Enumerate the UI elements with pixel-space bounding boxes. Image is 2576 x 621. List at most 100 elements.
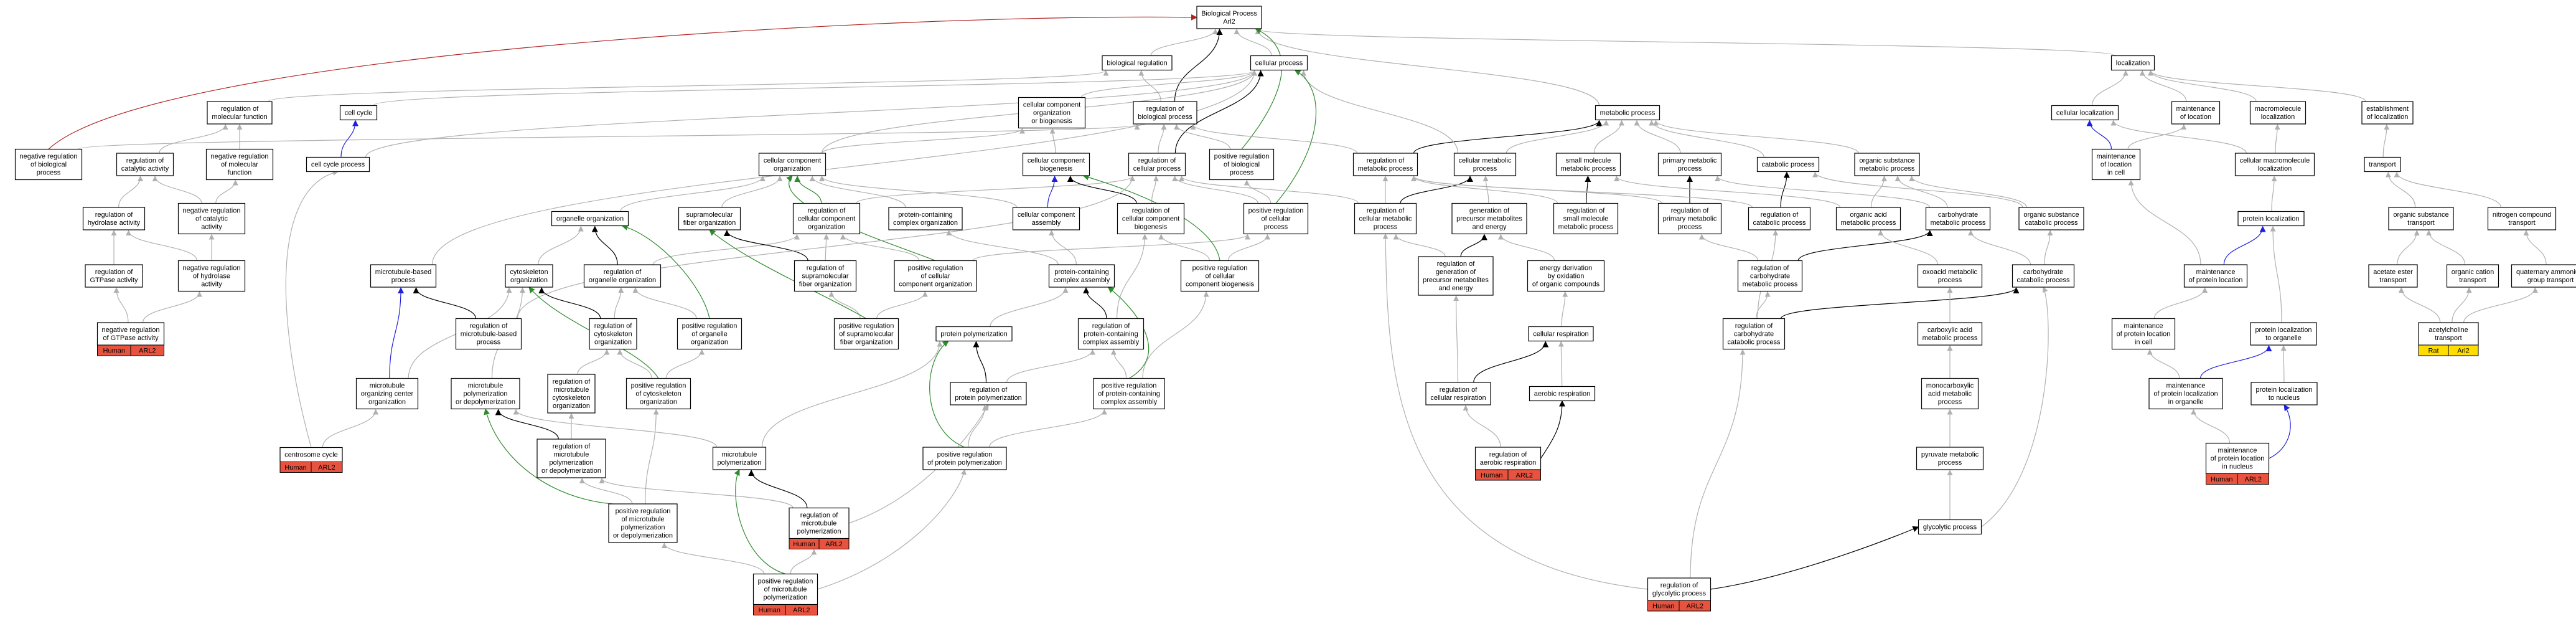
go-term-protpoly[interactable]: protein polymerization (935, 326, 1013, 342)
go-term-protloc[interactable]: protein localization (2237, 211, 2305, 227)
go-term-loc[interactable]: localization (2110, 55, 2155, 71)
go-term-glycolytic[interactable]: glycolytic process (1918, 519, 1982, 535)
go-term-regmtpolydepoly[interactable]: regulation ofmicrotubulepolymerizationor… (536, 438, 606, 478)
go-term-aerobic[interactable]: aerobic respiration (1529, 386, 1596, 402)
go-term-regmtpoly[interactable]: regulation ofmicrotubulepolymerizationHu… (789, 507, 850, 549)
go-term-cellcycle[interactable]: cell cycle (339, 105, 378, 121)
go-term-regmtcyto[interactable]: regulation ofmicrotubulecytoskeletonorga… (547, 374, 596, 414)
go-term-catab[interactable]: catabolic process (1756, 156, 1820, 173)
go-term-transport[interactable]: transport (2364, 156, 2401, 173)
go-term-cellloc[interactable]: cellular localization (2051, 105, 2119, 121)
go-term-ccproc[interactable]: cell cycle process (306, 156, 370, 173)
go-term-metab[interactable]: metabolic process (1595, 105, 1660, 121)
go-term-cellresp[interactable]: cellular respiration (1528, 326, 1594, 342)
go-term-quatammon[interactable]: quaternary ammoniumgroup transport (2511, 264, 2576, 288)
go-term-cellproc[interactable]: cellular process (1250, 55, 1308, 71)
go-term-orgorg[interactable]: organelle organization (551, 211, 629, 227)
